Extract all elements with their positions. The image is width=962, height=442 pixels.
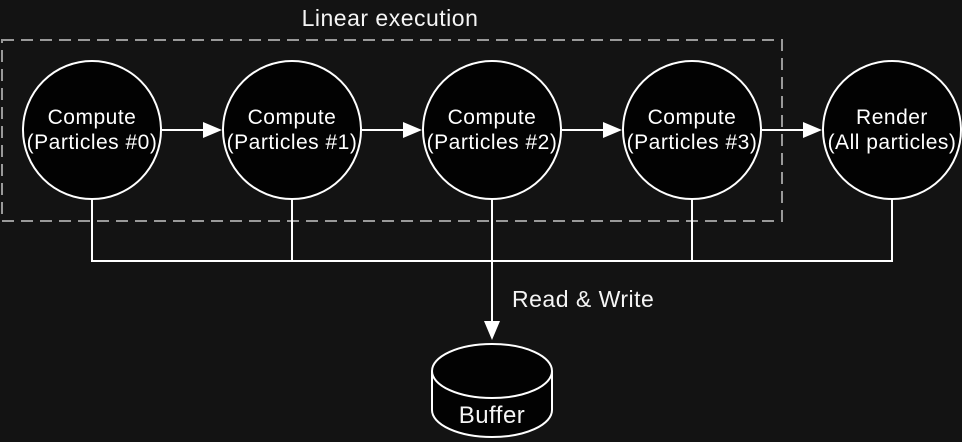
node-sublabel: (Particles #3) bbox=[626, 131, 758, 154]
node-compute-particles-1: Compute (Particles #1) bbox=[222, 60, 362, 200]
node-label: Compute bbox=[447, 106, 537, 129]
arrowhead-icon bbox=[603, 122, 622, 138]
cylinder-top bbox=[431, 343, 553, 399]
node-label: Compute bbox=[47, 106, 137, 129]
buffer-label: Buffer bbox=[458, 402, 526, 429]
node-label: Render bbox=[856, 106, 928, 129]
arrowhead-icon bbox=[203, 122, 222, 138]
arrowhead-icon bbox=[803, 122, 822, 138]
node-sublabel: (All particles) bbox=[827, 131, 957, 154]
diagram-title: Linear execution bbox=[301, 5, 479, 31]
arrowhead-icon bbox=[403, 122, 422, 138]
node-sublabel: (Particles #1) bbox=[226, 131, 358, 154]
buffer-connectors bbox=[91, 198, 893, 262]
buffer-cylinder-icon bbox=[431, 343, 553, 438]
node-label: Compute bbox=[247, 106, 337, 129]
node-compute-particles-3: Compute (Particles #3) bbox=[622, 60, 762, 200]
node-label: Compute bbox=[647, 106, 737, 129]
node-compute-particles-2: Compute (Particles #2) bbox=[422, 60, 562, 200]
read-write-label: Read & Write bbox=[512, 286, 655, 312]
node-render-all-particles: Render (All particles) bbox=[822, 60, 962, 200]
node-compute-particles-0: Compute (Particles #0) bbox=[22, 60, 162, 200]
linear-execution-group-outline bbox=[1, 39, 783, 222]
node-arrows bbox=[162, 122, 822, 138]
node-sublabel: (Particles #0) bbox=[26, 131, 158, 154]
node-sublabel: (Particles #2) bbox=[426, 131, 558, 154]
arrowhead-down-icon bbox=[484, 321, 500, 340]
